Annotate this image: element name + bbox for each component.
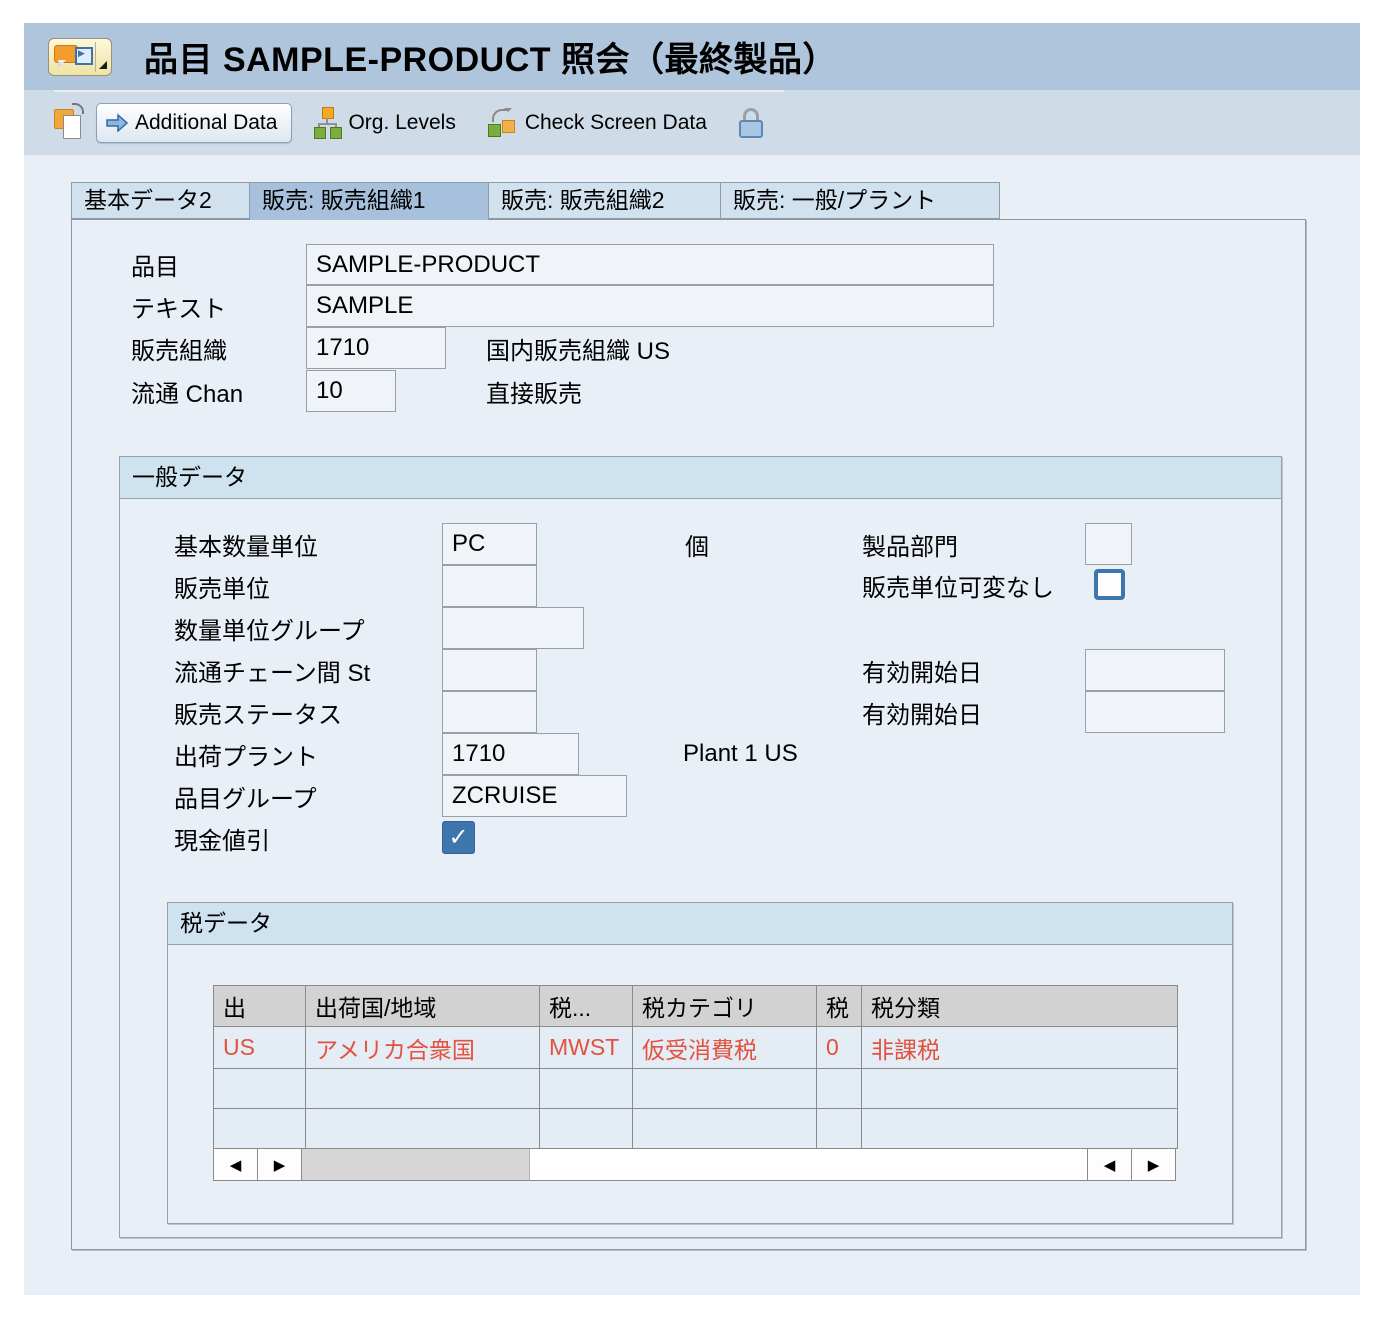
check-screen-data-button[interactable]: Check Screen Data: [487, 107, 707, 139]
col-header-tax-classification: 税分類: [862, 986, 1177, 1027]
delivering-plant-label: 出荷プラント: [174, 743, 318, 771]
tax-table-empty-row: [214, 1109, 1177, 1149]
horizontal-scrollbar: [213, 1148, 1176, 1181]
additional-data-button[interactable]: Additional Data: [96, 102, 293, 143]
cross-dchain-status-field[interactable]: [442, 649, 537, 691]
cross-dchain-status-label: 流通チェーン間 St: [174, 659, 371, 687]
tax-table-empty-row: [214, 1069, 1177, 1109]
material-group-label: 品目グループ: [174, 785, 317, 813]
sap-window: 品目 SAMPLE-PRODUCT 照会（最終製品） Additional Da…: [24, 23, 1360, 1295]
curved-arrow-icon: [72, 102, 84, 114]
scroll-right-button-right[interactable]: [1131, 1149, 1175, 1180]
sales-status-field[interactable]: [442, 691, 537, 733]
general-data-groupbox: 一般データ 基本数量単位 PC 個 販売単位 数量単位グループ 流通チェーン間 …: [119, 456, 1282, 1238]
blue-arrow-icon: [75, 46, 93, 65]
tax-data-section-title: 税データ: [168, 903, 1232, 945]
scrollbar-track[interactable]: [530, 1149, 1087, 1180]
base-unit-description: 個: [685, 533, 709, 561]
tab-sales-org-2[interactable]: 販売: 販売組織2: [489, 182, 721, 219]
cell-departure: US: [214, 1027, 306, 1069]
valid-from-1-field[interactable]: [1085, 649, 1225, 691]
scrollbar-thumb[interactable]: [302, 1149, 530, 1180]
sales-unit-not-variable-label: 販売単位可変なし: [862, 574, 1054, 602]
unit-group-field[interactable]: [442, 607, 584, 649]
sales-status-label: 販売ステータス: [174, 701, 342, 729]
org-levels-button[interactable]: Org. Levels: [314, 106, 456, 139]
lock-icon: [738, 107, 763, 138]
col-header-tax-category: 税カテゴリ: [633, 986, 817, 1027]
cell-tax: 0: [817, 1027, 862, 1069]
text-label: テキスト: [131, 295, 227, 323]
tab-basic-data-2[interactable]: 基本データ2: [71, 182, 250, 219]
material-group-field[interactable]: ZCRUISE: [442, 775, 627, 817]
application-toolbar: Additional Data Org. Levels Check Screen…: [24, 90, 1360, 155]
base-unit-field[interactable]: PC: [442, 523, 537, 565]
distribution-channel-field[interactable]: 10: [306, 370, 396, 412]
tax-table: 出 出荷国/地域 税... 税カテゴリ 税 税分類 US アメリカ合衆国 MWS…: [213, 985, 1178, 1149]
delivering-plant-description: Plant 1 US: [683, 740, 798, 767]
tax-table-row[interactable]: US アメリカ合衆国 MWST 仮受消費税 0 非課税: [214, 1027, 1177, 1069]
sales-org-label: 販売組織: [131, 337, 227, 365]
right-arrow-icon: [106, 112, 129, 133]
additional-data-label: Additional Data: [135, 110, 278, 134]
cash-discount-label: 現金値引: [174, 827, 270, 855]
dropdown-caret-icon: [99, 60, 107, 69]
org-levels-icon: [314, 106, 343, 139]
col-header-tax: 税: [817, 986, 862, 1027]
divider: [95, 41, 96, 72]
material-label: 品目: [131, 254, 179, 281]
cell-tax-classification: 非課税: [862, 1027, 1177, 1069]
check-screen-data-icon: [487, 107, 518, 139]
tab-sales-general-plant[interactable]: 販売: 一般/プラント: [721, 182, 1000, 219]
sales-unit-label: 販売単位: [174, 575, 270, 603]
distribution-channel-label: 流通 Chan: [131, 380, 244, 408]
delivering-plant-field[interactable]: 1710: [442, 733, 579, 775]
scroll-left-button-right[interactable]: [1087, 1149, 1131, 1180]
division-label: 製品部門: [862, 533, 958, 561]
white-sheet-icon: [63, 114, 81, 139]
base-unit-label: 基本数量単位: [174, 533, 318, 561]
tab-sales-org-1[interactable]: 販売: 販売組織1: [250, 182, 489, 220]
valid-from-1-label: 有効開始日: [862, 659, 982, 687]
distribution-channel-description: 直接販売: [486, 380, 582, 408]
sales-org-field[interactable]: 1710: [306, 327, 446, 369]
tab-content-panel: 品目 SAMPLE-PRODUCT テキスト SAMPLE 販売組織 1710 …: [71, 219, 1306, 1250]
general-data-section-title: 一般データ: [120, 457, 1281, 499]
material-field[interactable]: SAMPLE-PRODUCT: [306, 244, 994, 285]
scroll-right-button[interactable]: [258, 1149, 302, 1180]
cell-departure-country: アメリカ合衆国: [306, 1027, 540, 1069]
services-menu-icon[interactable]: [48, 37, 112, 76]
cash-discount-checkbox[interactable]: [442, 821, 475, 854]
check-screen-data-label: Check Screen Data: [524, 110, 707, 134]
cell-tax-cond: MWST: [540, 1027, 633, 1069]
tab-strip: 基本データ2 販売: 販売組織1 販売: 販売組織2 販売: 一般/プラント: [71, 182, 1000, 220]
col-header-tax-cond: 税...: [540, 986, 633, 1027]
col-header-departure-country: 出荷国/地域: [306, 986, 540, 1027]
text-field[interactable]: SAMPLE: [306, 285, 994, 327]
division-field[interactable]: [1085, 523, 1132, 565]
scroll-left-button[interactable]: [214, 1149, 258, 1180]
copy-paste-icon[interactable]: [54, 102, 86, 143]
sales-unit-not-variable-checkbox[interactable]: [1094, 569, 1125, 600]
title-bar: 品目 SAMPLE-PRODUCT 照会（最終製品）: [24, 23, 1360, 90]
sales-org-description: 国内販売組織 US: [486, 337, 671, 365]
page-title: 品目 SAMPLE-PRODUCT 照会（最終製品）: [144, 41, 837, 79]
valid-from-2-field[interactable]: [1085, 691, 1225, 733]
cell-tax-category: 仮受消費税: [633, 1027, 817, 1069]
sales-unit-field[interactable]: [442, 565, 537, 607]
tax-table-header-row: 出 出荷国/地域 税... 税カテゴリ 税 税分類: [214, 986, 1177, 1027]
col-header-departure: 出: [214, 986, 306, 1027]
org-levels-label: Org. Levels: [348, 110, 456, 134]
tax-data-groupbox: 税データ 出 出荷国/地域 税... 税カテゴリ 税 税分類 US アメリカ合衆…: [167, 902, 1233, 1224]
unit-group-label: 数量単位グループ: [174, 617, 365, 645]
valid-from-2-label: 有効開始日: [862, 701, 982, 729]
